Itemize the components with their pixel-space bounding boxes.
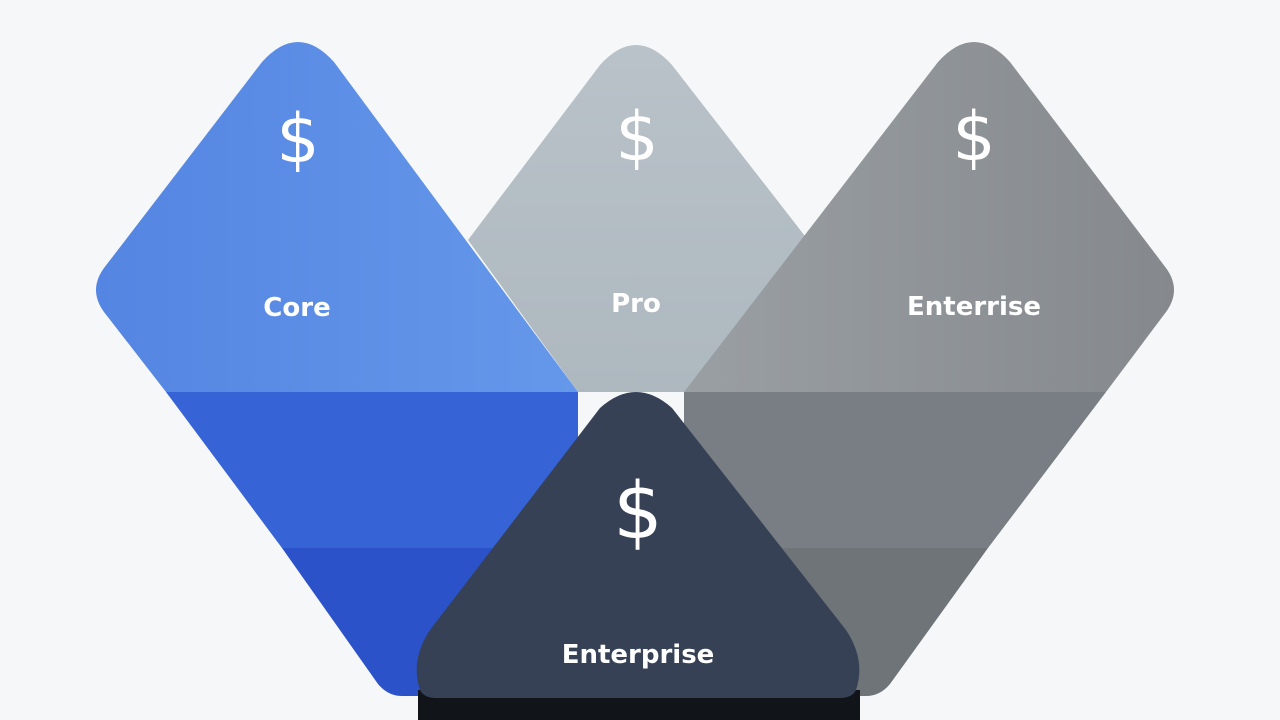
tier-enterprise-bottom-dollar-icon: $ (613, 467, 663, 557)
tier-pro-shape (468, 45, 808, 392)
tier-pro-label: Pro (611, 289, 661, 319)
tier-core-label: Core (263, 293, 330, 323)
tier-enterprise-bottom[interactable]: $ Enterprise (416, 392, 860, 720)
tier-enterprise-bottom-shape (416, 392, 860, 698)
tier-core-dollar-icon: $ (276, 100, 319, 179)
tier-enterprise-right-dollar-icon: $ (952, 98, 995, 177)
tier-enterprise-bottom-label: Enterprise (562, 640, 715, 670)
tier-core-middle-section (166, 392, 578, 548)
tier-enterprise-right-top-section (684, 42, 1174, 392)
tier-core-top-section (96, 42, 578, 392)
tier-enterprise-right-middle-section (684, 392, 1106, 548)
tier-pro-dollar-icon: $ (615, 98, 658, 177)
tier-core[interactable]: $ Core (96, 42, 578, 696)
tier-enterprise-right-label: Enterrise (907, 292, 1041, 322)
tier-pro[interactable]: $ Pro (468, 45, 808, 392)
